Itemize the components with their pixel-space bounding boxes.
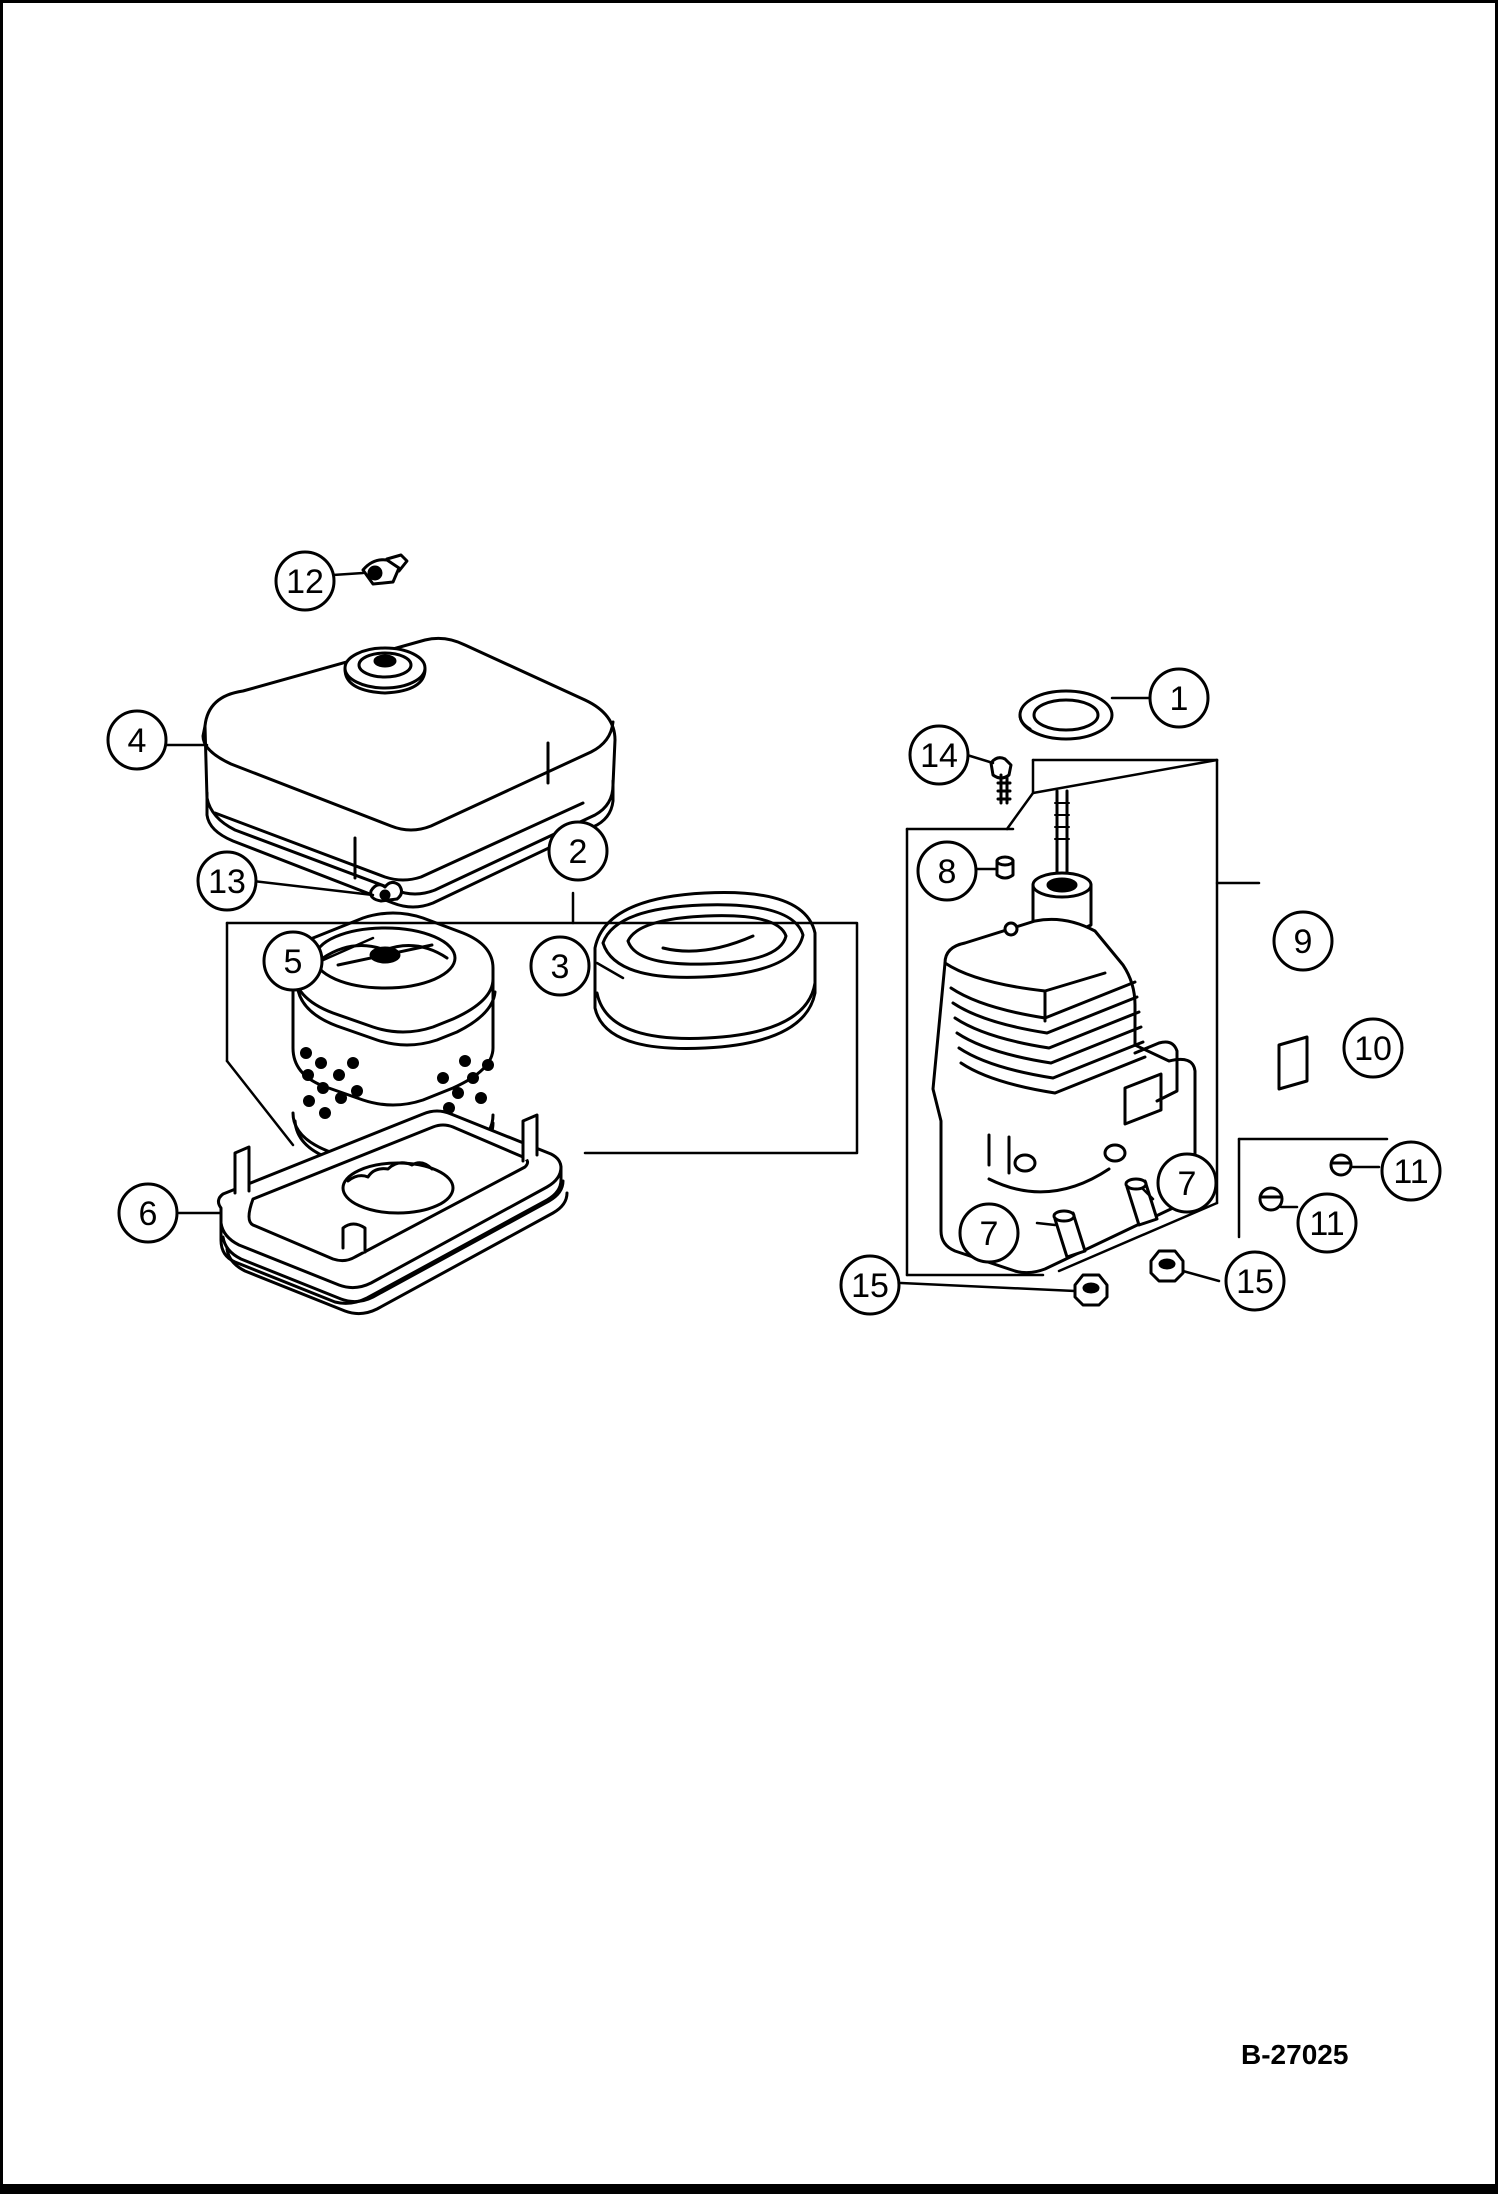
- svg-text:6: 6: [139, 1195, 158, 1233]
- callout-6: 6: [117, 1182, 179, 1244]
- svg-text:13: 13: [208, 863, 246, 901]
- right-leader-lines: [899, 696, 1389, 1293]
- callout-1: 1: [1148, 667, 1210, 729]
- callout-7-left: 7: [958, 1202, 1020, 1264]
- svg-text:9: 9: [1294, 923, 1313, 961]
- exploded-parts-diagram: 12 4 2 13 5 3 6 1 14 8 9 10: [106, 550, 1442, 1316]
- filter-perforations: [300, 1047, 494, 1119]
- svg-text:4: 4: [128, 722, 147, 760]
- svg-text:2: 2: [569, 833, 588, 871]
- svg-text:1: 1: [1170, 680, 1189, 718]
- svg-text:7: 7: [1178, 1165, 1197, 1203]
- wing-nut-13: [369, 880, 404, 903]
- pin-7-left: [1052, 1209, 1087, 1259]
- callout-5: 5: [262, 930, 324, 992]
- svg-text:8: 8: [938, 853, 957, 891]
- pre-cleaner-3: [593, 891, 817, 1050]
- callout-11-lower: 11: [1296, 1192, 1358, 1254]
- callout-9: 9: [1272, 910, 1334, 972]
- bolt-14: [989, 756, 1013, 805]
- air-cleaner-body-6: [216, 1109, 569, 1316]
- callout-3: 3: [529, 935, 591, 997]
- callout-13: 13: [196, 850, 258, 912]
- left-leader-lines: [161, 571, 859, 1215]
- svg-text:15: 15: [851, 1267, 889, 1305]
- svg-text:10: 10: [1354, 1030, 1392, 1068]
- svg-text:3: 3: [551, 948, 570, 986]
- bushing-8: [995, 855, 1015, 880]
- svg-text:12: 12: [286, 563, 324, 601]
- callout-2: 2: [547, 820, 609, 882]
- callout-10: 10: [1342, 1017, 1404, 1079]
- svg-text:14: 14: [920, 737, 958, 775]
- svg-text:11: 11: [1309, 1205, 1344, 1243]
- filter-element-2: [291, 911, 497, 1180]
- callout-12: 12: [274, 550, 336, 612]
- callout-4: 4: [106, 709, 168, 771]
- pin-7-right: [1124, 1177, 1159, 1227]
- callout-15-right: 15: [1224, 1250, 1286, 1312]
- drawing-number: B-27025: [1241, 2039, 1349, 2070]
- callout-8: 8: [916, 840, 978, 902]
- svg-text:15: 15: [1236, 1263, 1274, 1301]
- plug-11-upper: [1329, 1153, 1353, 1177]
- callout-15-left: 15: [839, 1254, 901, 1316]
- svg-text:5: 5: [284, 943, 303, 981]
- svg-text:11: 11: [1393, 1153, 1428, 1191]
- callout-14: 14: [908, 724, 970, 786]
- nut-15-left: [1073, 1273, 1109, 1307]
- nut-15-right: [1149, 1249, 1185, 1283]
- air-cleaner-cover-4: [201, 636, 617, 909]
- bottom-border-rule: [3, 2184, 1495, 2194]
- plug-11-lower: [1258, 1186, 1284, 1212]
- wing-nut-12: [361, 553, 409, 586]
- svg-text:7: 7: [980, 1215, 999, 1253]
- plate-10: [1277, 1035, 1309, 1091]
- callout-7-right: 7: [1156, 1152, 1218, 1214]
- callout-11-upper: 11: [1380, 1140, 1442, 1202]
- seal-ring-1: [1018, 689, 1114, 741]
